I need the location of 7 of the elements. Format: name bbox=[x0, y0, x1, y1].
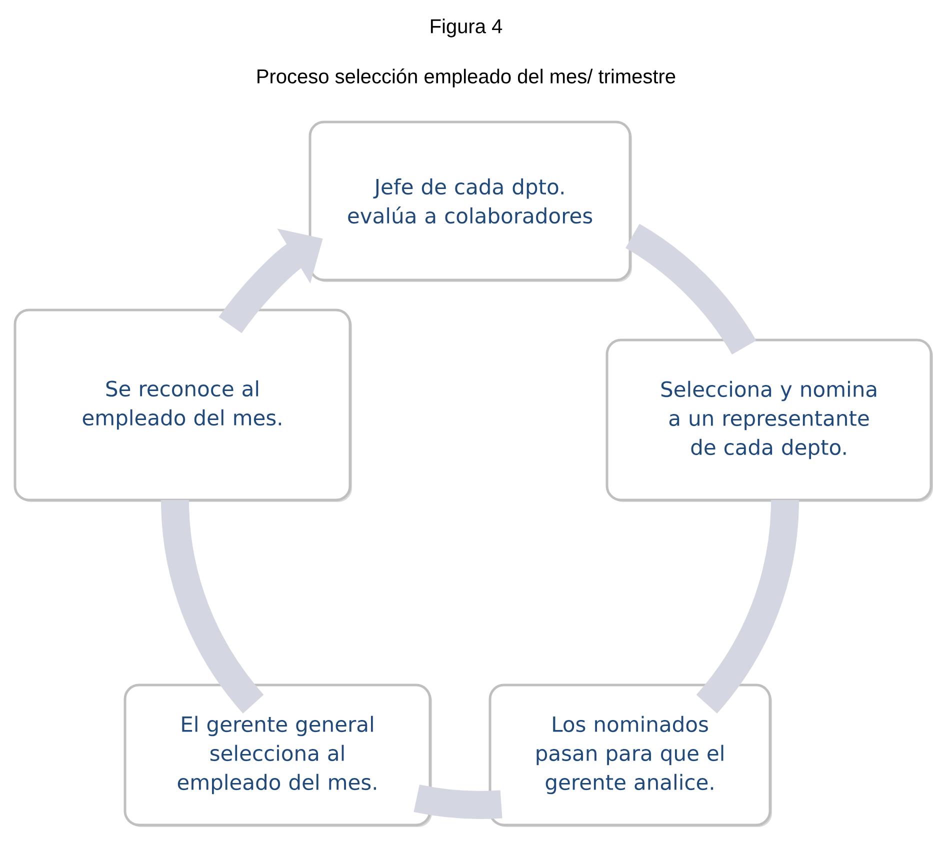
process-box: El gerente general selecciona al empleado del mes. bbox=[124, 684, 432, 827]
figure-caption: Proceso selección empleado del mes/ trimestre bbox=[258, 68, 676, 88]
process-box: Los nominados pasan para que el gerente analice. bbox=[488, 684, 772, 827]
process-box: Se reconoce al empleado del mes. bbox=[14, 308, 352, 502]
process-box: Selecciona y nomina a un representante de cada depto. bbox=[606, 338, 933, 502]
process-box: Jefe de cada dpto. evalúa a colaboradores bbox=[308, 120, 632, 282]
figure-title: Figura 4 bbox=[430, 18, 502, 38]
